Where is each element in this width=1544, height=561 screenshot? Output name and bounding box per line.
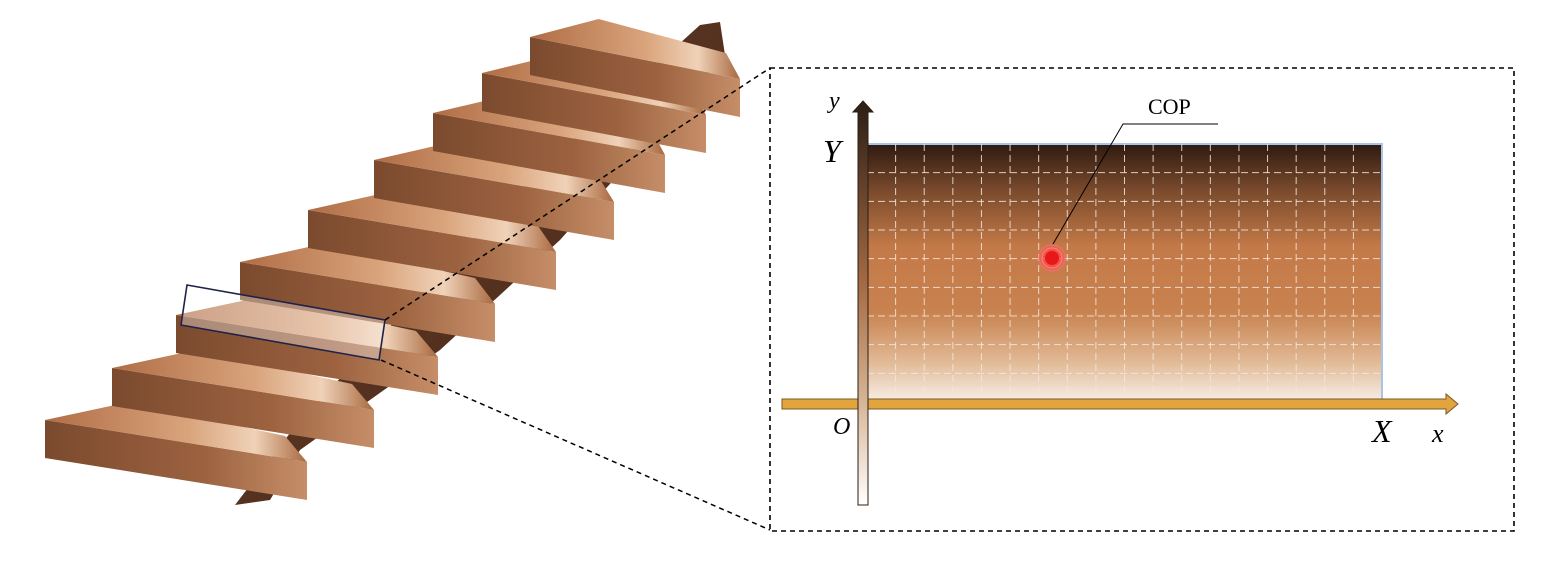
x-axis-arrow <box>781 392 1459 416</box>
staircase-illustration <box>45 19 740 505</box>
cop-marker-icon <box>1037 243 1067 273</box>
stair-tread <box>112 350 374 410</box>
stair-riser <box>530 37 740 117</box>
stair-tread <box>374 142 614 202</box>
stair-riser <box>308 210 556 290</box>
x-axis-label-small: x <box>1431 419 1444 448</box>
x-axis-label-big: X <box>1370 413 1393 449</box>
plate-grid <box>867 144 1382 402</box>
stair-riser <box>374 160 614 240</box>
stair-riser <box>240 262 495 342</box>
stair-tread <box>530 19 740 79</box>
stair-steps <box>45 19 740 500</box>
cop-label: COP <box>1148 94 1191 119</box>
stair-tread <box>45 402 307 462</box>
highlight-box <box>180 284 386 361</box>
stair-riser <box>112 368 374 448</box>
stair-riser <box>45 420 307 500</box>
y-axis-label-big: Y <box>823 133 844 169</box>
zoom-line-top <box>384 67 771 321</box>
zoom-line-bottom <box>380 359 771 531</box>
origin-label: O <box>833 414 850 440</box>
stair-tread <box>176 297 438 357</box>
stair-riser <box>482 73 706 153</box>
cop-leader-line <box>1052 123 1218 245</box>
stair-tread <box>308 192 556 252</box>
stair-riser <box>433 113 665 193</box>
zoom-frame <box>769 67 1515 532</box>
y-axis-arrow <box>851 100 875 506</box>
y-axis-label-small: y <box>827 88 840 114</box>
